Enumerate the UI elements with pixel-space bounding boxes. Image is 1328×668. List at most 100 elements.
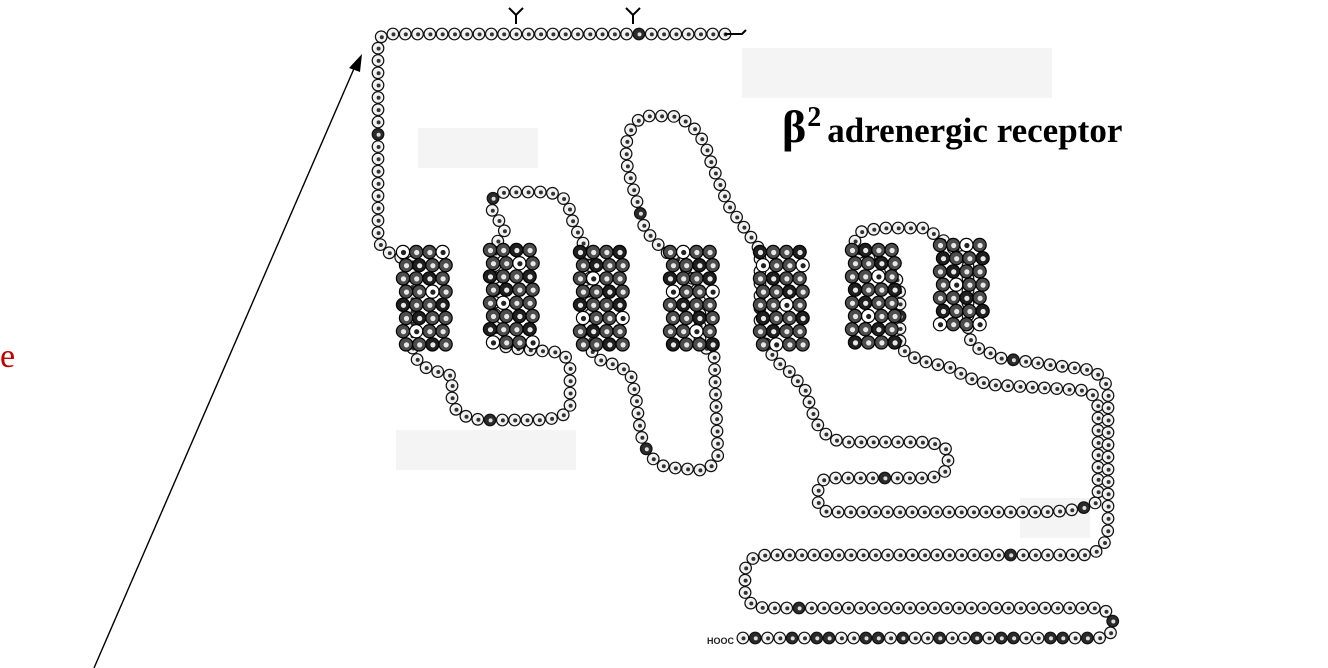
residue-glyph	[1074, 636, 1078, 640]
residue-glyph	[860, 230, 864, 234]
helix-residue-glyph	[491, 288, 496, 293]
residue-glyph	[1096, 404, 1100, 408]
helix-residue-glyph	[528, 327, 533, 332]
helix-residue-glyph	[798, 303, 803, 308]
residue-glyph	[1036, 361, 1040, 365]
residue-glyph	[889, 636, 893, 640]
residue-glyph	[657, 243, 661, 247]
helix-residue-glyph	[758, 329, 763, 334]
residue-glyph	[416, 32, 420, 36]
residue-glyph	[877, 636, 881, 640]
residue-glyph	[633, 387, 637, 391]
residue-glyph	[550, 417, 554, 421]
helix-residue-glyph	[501, 248, 506, 253]
residue-glyph	[639, 212, 643, 216]
helix-residue-glyph	[491, 314, 496, 319]
residue-glyph	[1012, 636, 1016, 640]
residue-glyph	[1109, 631, 1113, 635]
residue-glyph	[1022, 553, 1026, 557]
residue-glyph	[835, 439, 839, 443]
residue-glyph	[377, 133, 381, 137]
helix-residue-glyph	[591, 250, 596, 255]
residue-glyph	[825, 553, 829, 557]
helix-residue-glyph	[787, 290, 792, 295]
residue-glyph	[713, 368, 717, 372]
helix-residue-glyph	[774, 316, 779, 321]
residue-glyph	[611, 362, 615, 366]
helix-residue-glyph	[578, 250, 583, 255]
residue-glyph	[377, 219, 381, 223]
residue-glyph	[377, 207, 381, 211]
residue-glyph	[629, 128, 633, 132]
residue-glyph	[1000, 636, 1004, 640]
helix-residue-glyph	[531, 288, 536, 293]
helix-residue-glyph	[853, 288, 858, 293]
helix-residue-glyph	[711, 316, 716, 321]
residue-glyph	[923, 553, 927, 557]
residue-glyph	[714, 172, 718, 176]
residue-glyph	[816, 423, 820, 427]
helix-residue-glyph	[879, 261, 884, 266]
helix-residue-glyph	[671, 316, 676, 321]
residue-glyph	[1106, 529, 1110, 533]
helix-residue-glyph	[668, 250, 673, 255]
residue-glyph	[754, 636, 758, 640]
residue-glyph	[1024, 636, 1028, 640]
helix-residue-glyph	[671, 263, 676, 268]
helix-residue-glyph	[441, 276, 446, 281]
residue-glyph	[948, 553, 952, 557]
title-superscript: 2	[807, 102, 821, 133]
residue-glyph	[1058, 510, 1062, 514]
residue-glyph	[886, 553, 890, 557]
helix-residue-glyph	[517, 340, 522, 345]
residue-glyph	[622, 367, 626, 371]
helix-residue-glyph	[951, 269, 956, 274]
residue-glyph	[896, 476, 900, 480]
residue-glyph	[735, 216, 739, 220]
residue-glyph	[1070, 508, 1074, 512]
residue-glyph	[599, 359, 603, 363]
residue-glyph	[715, 417, 719, 421]
residue-glyph	[377, 108, 381, 112]
residue-glyph	[810, 606, 814, 610]
helix-residue-glyph	[853, 314, 858, 319]
residue-glyph	[698, 468, 702, 472]
helix-residue-glyph	[978, 243, 983, 248]
helix-residue-glyph	[594, 316, 599, 321]
helix-residue-glyph	[404, 342, 409, 347]
residue-glyph	[551, 192, 555, 196]
residue-glyph	[847, 476, 851, 480]
residue-glyph	[1107, 492, 1111, 496]
residue-glyph	[687, 32, 691, 36]
residue-glyph	[808, 400, 812, 404]
helix-residue-glyph	[801, 316, 806, 321]
residue-glyph	[626, 164, 630, 168]
residue-glyph	[975, 636, 979, 640]
helix-residue-glyph	[444, 290, 449, 295]
helix-residue-glyph	[668, 303, 673, 308]
helix-residue-glyph	[591, 276, 596, 281]
helix-2	[483, 243, 539, 349]
helix-residue-glyph	[441, 329, 446, 334]
helix-residue-glyph	[954, 283, 959, 288]
residue-glyph	[859, 440, 863, 444]
residue-glyph	[684, 120, 688, 124]
helix-residue-glyph	[430, 316, 435, 321]
residue-glyph	[963, 636, 967, 640]
residue-glyph	[886, 510, 890, 514]
helix-residue-glyph	[758, 276, 763, 281]
residue-glyph	[674, 466, 678, 470]
residue-glyph	[637, 119, 641, 123]
residue-glyph	[898, 510, 902, 514]
residue-glyph	[1046, 510, 1050, 514]
helix-residue-glyph	[604, 329, 609, 334]
helix-residue-glyph	[890, 274, 895, 279]
glycosylation-marker-2	[626, 8, 640, 24]
helix-residue-glyph	[798, 250, 803, 255]
residue-glyph	[637, 412, 641, 416]
residue-glyph	[527, 32, 531, 36]
residue-glyph	[923, 510, 927, 514]
residue-glyph	[515, 32, 519, 36]
residue-glyph	[773, 606, 777, 610]
residue-glyph	[1009, 510, 1013, 514]
